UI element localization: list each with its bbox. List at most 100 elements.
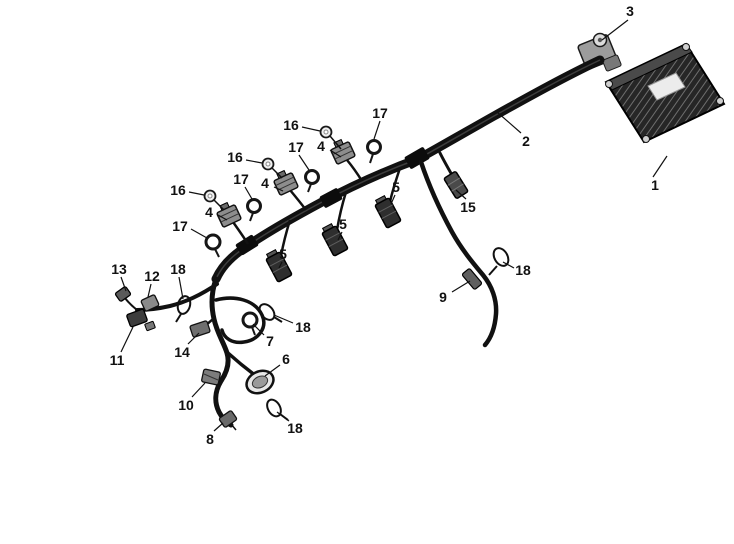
leader-line	[213, 422, 224, 432]
coil-stub	[335, 191, 348, 231]
callout-5: 5	[392, 179, 400, 195]
callout-3: 3	[626, 3, 634, 19]
leader-line	[244, 186, 253, 200]
callout-16: 16	[283, 117, 299, 133]
callout-10: 10	[178, 397, 194, 413]
callout-13: 13	[111, 261, 127, 277]
leader-line	[245, 159, 263, 164]
callout-5: 5	[339, 216, 347, 232]
callout-5: 5	[279, 246, 287, 262]
callout-6: 6	[282, 351, 290, 367]
tape-wrap	[404, 147, 430, 169]
leader-line	[301, 126, 321, 132]
injector-stub	[289, 189, 307, 211]
callout-8: 8	[206, 431, 214, 447]
clamp-17a	[366, 139, 382, 164]
leader-line	[252, 323, 265, 336]
callout-17: 17	[172, 218, 188, 234]
connector-13	[114, 286, 132, 302]
leader-line	[455, 189, 467, 200]
loop-cable	[214, 296, 266, 345]
leader-line	[273, 186, 284, 192]
leader-line	[502, 261, 515, 269]
leader-line	[276, 411, 290, 422]
clamp-17d	[204, 233, 222, 258]
ecu-harness-connector	[577, 32, 622, 72]
callout-18: 18	[287, 420, 303, 436]
leader-line	[217, 214, 228, 221]
part-6-stub	[226, 351, 258, 378]
ring-terminal-16a	[319, 125, 342, 150]
ring-terminal-16c	[203, 189, 225, 211]
callout-4: 4	[205, 204, 213, 220]
ecu-module	[604, 42, 726, 144]
callout-2: 2	[522, 133, 530, 149]
ecu-label-patch	[647, 72, 686, 101]
leader-line	[390, 194, 396, 205]
callout-18: 18	[295, 319, 311, 335]
injector-stub	[346, 159, 364, 182]
callout-18: 18	[515, 262, 531, 278]
callout-18: 18	[170, 261, 186, 277]
connector-15	[443, 171, 469, 199]
cable-tie-18b	[175, 295, 192, 323]
leader-line	[273, 314, 294, 324]
leader-line	[329, 149, 342, 158]
leader-line	[451, 280, 471, 293]
connector-4a	[330, 138, 356, 165]
leader-line	[278, 261, 283, 269]
clamp-7	[241, 311, 259, 336]
cable-tie-18c	[258, 303, 283, 323]
cable-tie-18d	[266, 398, 289, 421]
leader-line	[298, 154, 310, 171]
part-11-assembly	[126, 308, 156, 332]
callout-11: 11	[109, 352, 125, 368]
part-15-stub	[438, 151, 454, 177]
leader-line	[120, 326, 134, 353]
callout-15: 15	[460, 199, 476, 215]
connector-5a	[374, 194, 402, 229]
clamp-17b	[304, 169, 320, 193]
callout-16: 16	[227, 149, 243, 165]
callout-7: 7	[266, 333, 274, 349]
leader-lines	[120, 19, 668, 432]
ecu-mount-hole	[642, 135, 650, 143]
connector-10	[201, 368, 221, 386]
clamp-17c	[246, 198, 262, 222]
connector-12	[140, 294, 160, 312]
leader-line	[178, 276, 184, 300]
tape-wrap	[319, 188, 343, 208]
lower-branch-cable	[209, 276, 234, 428]
ecu-mount-hole	[682, 43, 690, 51]
leader-line	[652, 155, 668, 178]
connector-6	[245, 369, 275, 395]
ring-terminal-16b	[261, 157, 283, 179]
tape-wrap	[235, 234, 259, 256]
leader-line	[496, 111, 522, 134]
leader-line	[337, 231, 343, 241]
leader-line	[191, 382, 206, 398]
ecu-mount-hole	[605, 80, 613, 88]
callout-4: 4	[261, 175, 269, 191]
left-branch-wire	[124, 297, 138, 311]
connector-5c	[265, 248, 293, 283]
leader-line	[188, 191, 205, 196]
connector-14	[189, 320, 211, 338]
ecu-mount-hole	[716, 97, 724, 105]
callout-17: 17	[233, 171, 249, 187]
connector-5b	[321, 222, 349, 257]
callout-1: 1	[651, 177, 659, 193]
leader-line	[120, 276, 127, 292]
callout-16: 16	[170, 182, 186, 198]
leader-line	[373, 120, 381, 140]
callout-4: 4	[317, 138, 325, 154]
leader-line	[147, 283, 152, 298]
leader-line	[187, 332, 200, 345]
right-branch-cable	[418, 159, 499, 348]
leader-line	[264, 364, 281, 377]
callout-17: 17	[372, 105, 388, 121]
callout-17: 17	[288, 139, 304, 155]
callout-12: 12	[144, 268, 160, 284]
leader-line	[601, 19, 629, 41]
